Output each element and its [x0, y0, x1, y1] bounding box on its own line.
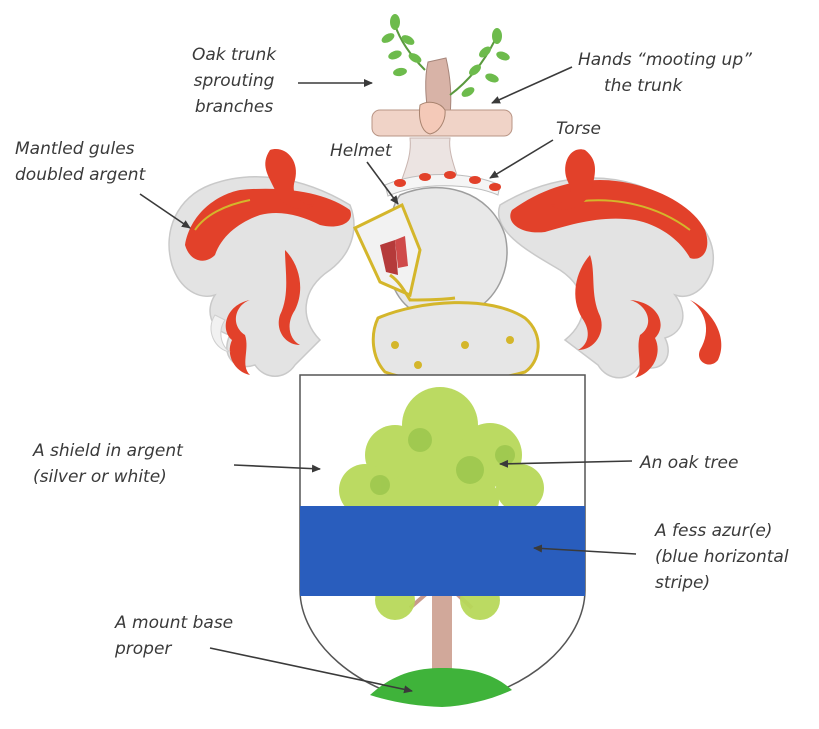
label-torse: Torse: [556, 116, 601, 142]
label-hands: Hands “mooting up” the trunk: [578, 47, 752, 99]
label-fess: A fess azur(e) (blue horizontal stripe): [655, 518, 789, 596]
mantling-left: [169, 149, 354, 376]
arrow-hands: [492, 67, 572, 103]
crest: [372, 14, 512, 185]
arrow-torse: [490, 140, 553, 178]
label-oak-trunk: Oak trunk sprouting branches: [192, 42, 276, 120]
oak-branch-right: [450, 28, 511, 99]
oak-branch-left: [380, 14, 425, 77]
label-mantling: Mantled gules doubled argent: [15, 136, 145, 188]
label-oak-tree: An oak tree: [640, 450, 738, 476]
label-shield: A shield in argent (silver or white): [33, 438, 183, 490]
label-mount: A mount base proper: [115, 610, 233, 662]
shield: [300, 375, 585, 707]
label-helmet: Helmet: [330, 138, 392, 164]
